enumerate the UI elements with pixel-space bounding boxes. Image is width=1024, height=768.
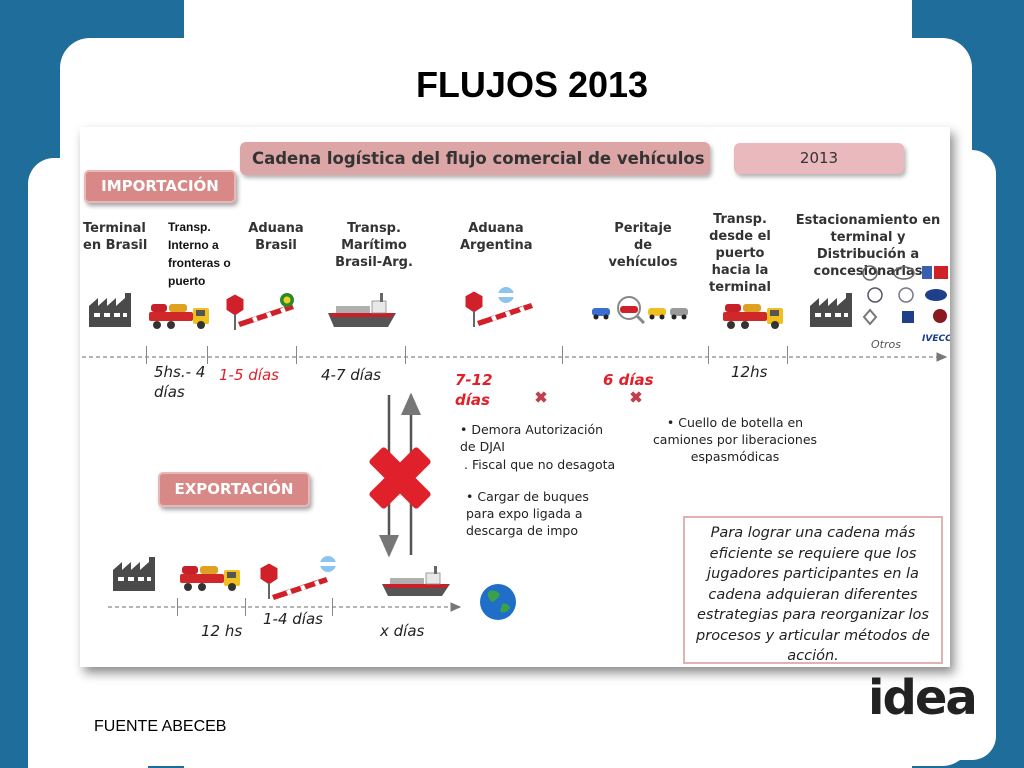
globe-icon: [480, 584, 516, 620]
year-box: 2013: [734, 143, 904, 174]
export-duration-3: x días: [380, 622, 425, 640]
brands-iveco-label: IVECO: [922, 334, 950, 344]
note-cuello-botella: • Cuello de botella en camiones por libe…: [652, 415, 818, 464]
note-fiscal: . Fiscal que no desagota: [464, 457, 616, 472]
frame-top-white: [184, 0, 912, 40]
export-badge: EXPORTACIÓN: [158, 472, 310, 507]
logistics-diagram: Cadena logística del flujo comercial de …: [80, 127, 950, 667]
duration-aduana-argentina: 7-12 días: [455, 371, 493, 409]
stage-transp-interno: Transp. Interno a fronteras o puerto: [168, 220, 231, 288]
timeline-tick: [177, 598, 178, 616]
customs-stop-barrier-icon: [464, 287, 533, 327]
timeline-tick: [207, 346, 208, 364]
diagram-header: Cadena logística del flujo comercial de …: [240, 142, 710, 175]
callout-box: Para lograr una cadena más eficiente se …: [683, 516, 943, 664]
stage-terminal-brasil: Terminal en Brasil: [83, 221, 148, 253]
note-djai: • Demora Autorización de DJAI: [460, 422, 604, 454]
inspection-cars-icon: [592, 296, 688, 324]
timeline-tick: [296, 346, 297, 364]
timeline-tick: [787, 346, 788, 364]
ship-icon: [328, 293, 396, 327]
duration-terminal: 5hs.- 4 días: [154, 363, 206, 401]
small-x-icon-2: [630, 391, 642, 403]
timeline-tick: [146, 346, 147, 364]
car-carrier-truck-icon: [149, 304, 209, 329]
stage-transp-puerto: Transp. desde el puerto hacia la termina…: [709, 212, 771, 295]
timeline-tick: [562, 346, 563, 364]
stage-peritaje: Peritaje de vehículos: [608, 221, 678, 270]
source-footnote: FUENTE ABECEB: [94, 718, 227, 735]
duration-peritaje: 6 días: [603, 371, 654, 389]
duration-maritimo: 4-7 días: [321, 366, 381, 384]
car-brand-logos-icon: [862, 265, 948, 326]
stage-aduana-argentina: Aduana Argentina: [460, 221, 533, 253]
stage-estacionamiento: Estacionamiento en terminal y Distribuci…: [795, 213, 941, 279]
import-badge: IMPORTACIÓN: [84, 170, 236, 203]
export-duration-2: 1-4 días: [263, 610, 323, 628]
red-x-icon: [369, 447, 431, 509]
ship-icon: [382, 566, 450, 596]
duration-aduana-brasil: 1-5 días: [219, 366, 279, 384]
customs-stop-barrier-icon: [259, 556, 336, 600]
timeline-tick: [708, 346, 709, 364]
idea-logo: idea: [868, 670, 978, 726]
diagram-lines: [82, 352, 948, 612]
export-duration-1: 12 hs: [201, 622, 243, 640]
timeline-tick: [405, 346, 406, 364]
duration-transp-puerto: 12hs: [731, 363, 768, 381]
timeline-tick: [332, 598, 333, 616]
factory-icon: [810, 293, 852, 327]
factory-icon: [89, 293, 131, 327]
car-carrier-truck-icon: [180, 566, 240, 591]
factory-icon: [113, 557, 155, 591]
note-buques: • Cargar de buques para expo ligada a de…: [466, 489, 589, 538]
page-title: FLUJOS 2013: [415, 64, 649, 105]
stage-aduana-brasil: Aduana Brasil: [248, 221, 304, 253]
customs-stop-barrier-icon: [225, 293, 294, 330]
timeline-tick: [245, 598, 246, 616]
small-x-icon-1: [535, 391, 547, 403]
brands-otros-label: Otros: [871, 338, 901, 351]
stage-transp-maritimo: Transp. Marítimo Brasil-Arg.: [335, 221, 413, 270]
car-carrier-truck-icon: [723, 304, 783, 329]
